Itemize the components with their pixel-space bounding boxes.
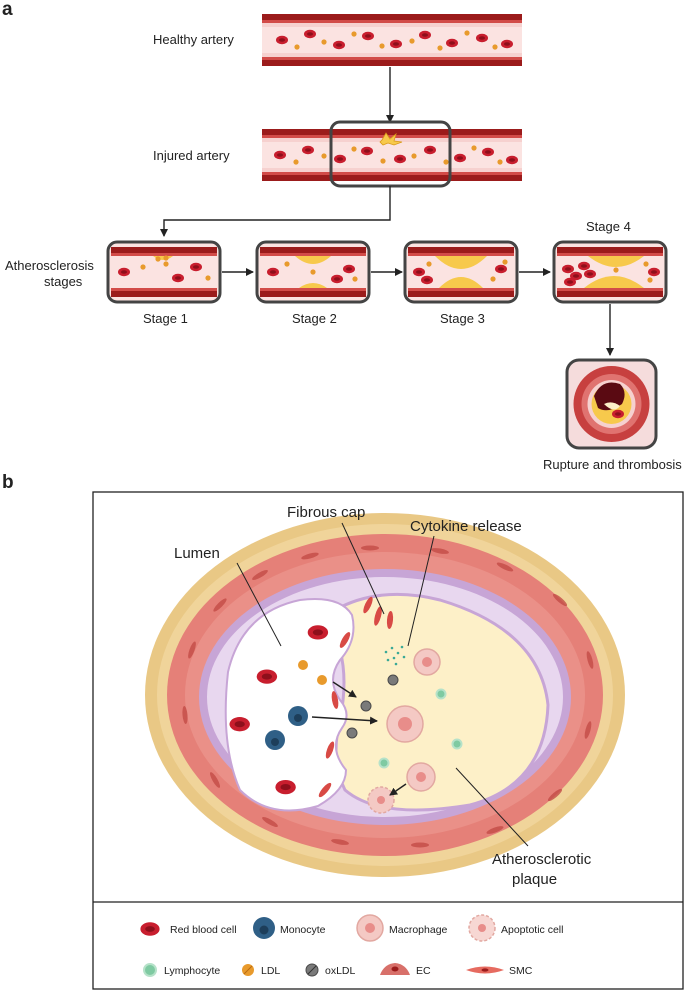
cytokine-release-label: Cytokine release <box>410 518 522 535</box>
legend-ec-label: EC <box>416 965 431 977</box>
stages-label-line2: stages <box>44 274 83 289</box>
legend-oxldl-label: oxLDL <box>325 965 356 977</box>
stage-2-vessel <box>257 242 369 302</box>
arrow-monocyte-migration <box>311 716 378 725</box>
legend-macrophage-icon <box>356 914 384 942</box>
arrow-ldl-migration <box>332 681 357 698</box>
stage-3-label: Stage 3 <box>440 311 485 326</box>
plaque-label-line2: plaque <box>512 871 557 888</box>
panel-a-letter: a <box>2 0 13 20</box>
stage-1-vessel <box>108 242 220 302</box>
panel-b-letter: b <box>2 472 14 493</box>
legend-lymphocyte-label: Lymphocyte <box>164 965 220 977</box>
legend-ldl-icon <box>242 964 254 976</box>
stages-label-line1: Atherosclerosis <box>5 258 94 273</box>
stage-4-label: Stage 4 <box>586 219 631 234</box>
injured-artery-label: Injured artery <box>153 148 230 163</box>
injured-artery <box>262 129 522 181</box>
legend-smc-label: SMC <box>509 965 533 977</box>
fibrous-cap-label: Fibrous cap <box>287 504 365 521</box>
panel-b-frame <box>92 491 684 990</box>
stage-1-label: Stage 1 <box>143 311 188 326</box>
injury-site-icon <box>379 132 403 146</box>
legend-rbc-icon <box>140 922 160 936</box>
stage-2-label: Stage 2 <box>292 311 337 326</box>
legend-smc-icon <box>466 966 504 974</box>
legend-macrophage-label: Macrophage <box>389 924 448 936</box>
legend-rbc-label: Red blood cell <box>170 924 237 936</box>
stage-4-vessel <box>554 242 666 302</box>
lumen-callout-line <box>236 562 282 647</box>
legend-oxldl-icon <box>305 963 319 977</box>
stage-3-vessel <box>405 242 517 302</box>
legend: Red blood cell Monocyte Macrophage Apopt… <box>140 914 563 977</box>
plaque-callout-line <box>455 767 529 847</box>
artery-cross-section <box>145 513 625 877</box>
legend-lymphocyte-icon <box>143 963 157 977</box>
cytokine-callout-line <box>407 535 435 647</box>
legend-ldl-label: LDL <box>261 965 280 977</box>
legend-apoptotic-label: Apoptotic cell <box>501 924 563 936</box>
rupture-label: Rupture and thrombosis <box>543 457 682 472</box>
legend-monocyte-label: Monocyte <box>280 924 326 936</box>
arrow-macrophage-apoptosis <box>389 783 407 796</box>
healthy-artery-label: Healthy artery <box>153 32 234 47</box>
fibrous-cap-callout-line <box>341 522 385 615</box>
legend-monocyte-icon <box>253 917 275 939</box>
lumen-label: Lumen <box>174 545 220 562</box>
rupture-cross-section <box>565 358 658 450</box>
arrow-injured-to-stage1 <box>160 186 391 237</box>
legend-ec-icon <box>380 963 410 975</box>
plaque-label-line1: Atherosclerotic <box>492 851 592 868</box>
legend-apoptotic-icon <box>468 914 496 942</box>
healthy-artery <box>262 14 522 66</box>
